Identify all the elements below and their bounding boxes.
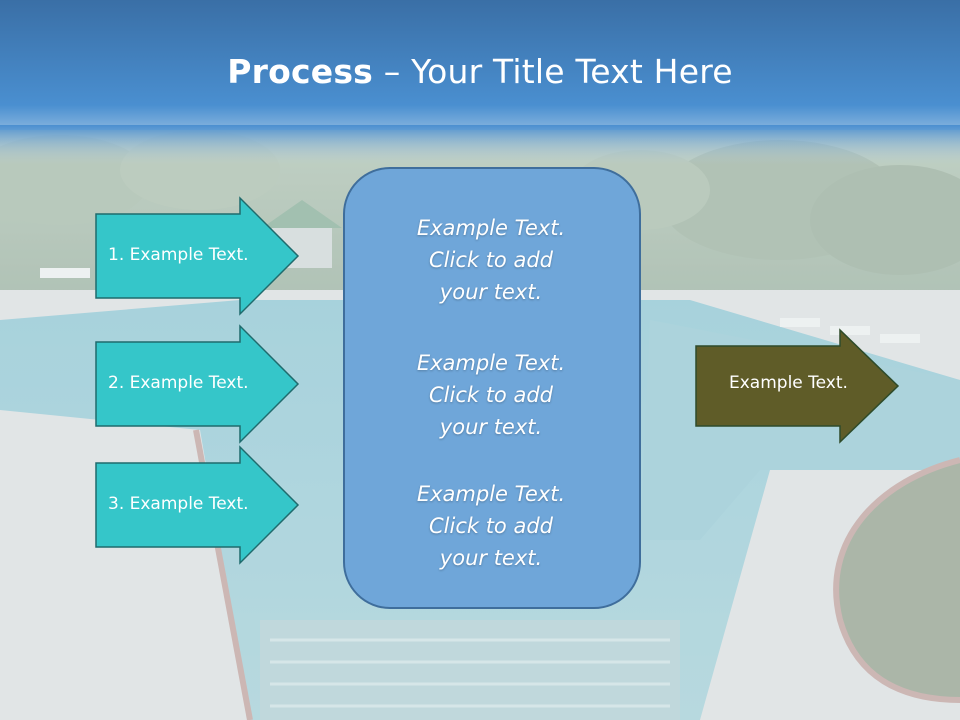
input-arrow-1-label: 1. Example Text. xyxy=(108,245,249,265)
center-process-box[interactable] xyxy=(343,167,641,609)
title-bold-part: Process xyxy=(227,52,374,91)
output-arrow-label: Example Text. xyxy=(729,373,848,393)
title-rest-part: – Your Title Text Here xyxy=(373,52,733,91)
input-arrow-2[interactable] xyxy=(95,324,300,444)
center-text-block-2: Example Text. Click to add your text. xyxy=(416,351,566,439)
input-arrow-1[interactable] xyxy=(95,196,300,316)
output-arrow[interactable] xyxy=(695,328,900,444)
center-text-block-3: Example Text. Click to add your text. xyxy=(416,482,566,570)
input-arrow-3[interactable] xyxy=(95,445,300,565)
center-text-block-1: Example Text. Click to add your text. xyxy=(416,216,566,304)
input-arrow-2-label: 2. Example Text. xyxy=(108,373,249,393)
slide-title: Process – Your Title Text Here xyxy=(0,52,960,91)
input-arrow-3-label: 3. Example Text. xyxy=(108,494,249,514)
